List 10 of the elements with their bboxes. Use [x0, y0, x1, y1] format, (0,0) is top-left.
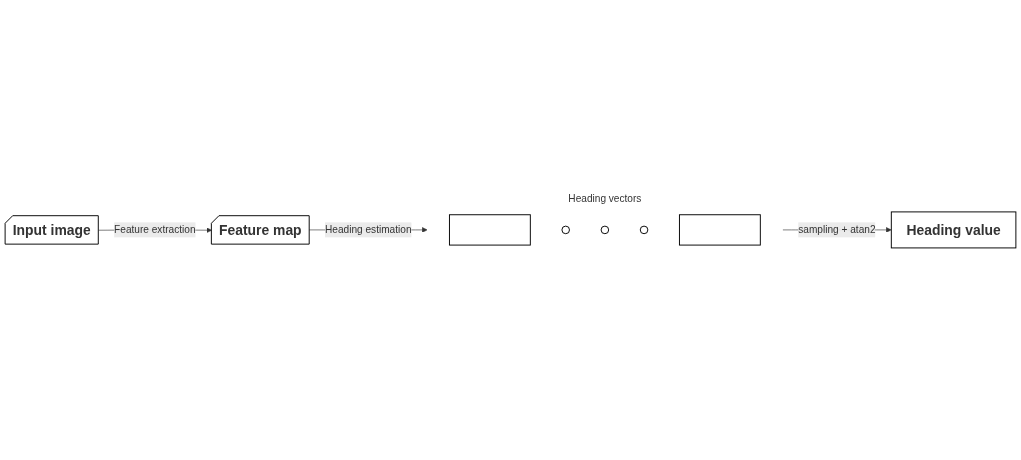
- edge-label: Feature extraction: [114, 224, 196, 236]
- node-circle: [561, 225, 570, 235]
- node-circle: [600, 225, 610, 235]
- edge-label: Heading estimation: [324, 224, 412, 236]
- node-circle: [639, 225, 649, 235]
- node-bar: [678, 214, 761, 246]
- node-box: Heading value: [890, 211, 1017, 249]
- node-bar: [448, 214, 531, 246]
- node-text: Heading vectors: [568, 193, 642, 204]
- edge-label: sampling + atan2: [798, 224, 876, 236]
